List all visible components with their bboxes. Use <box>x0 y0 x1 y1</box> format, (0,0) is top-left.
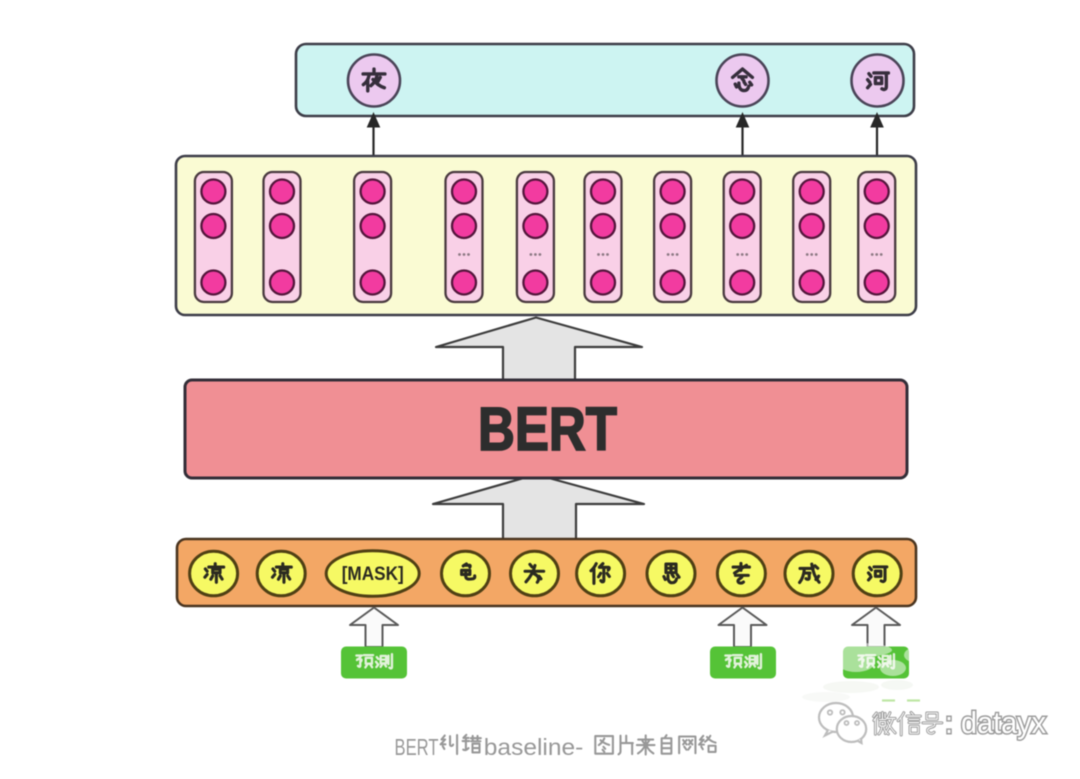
svg-text:BERT: BERT <box>395 734 439 760</box>
svg-text:: datayx: : datayx <box>945 705 1046 740</box>
svg-text:[MASK]: [MASK] <box>342 563 404 585</box>
svg-text:baseline-: baseline- <box>484 734 584 760</box>
svg-text:BERT: BERT <box>478 395 617 463</box>
